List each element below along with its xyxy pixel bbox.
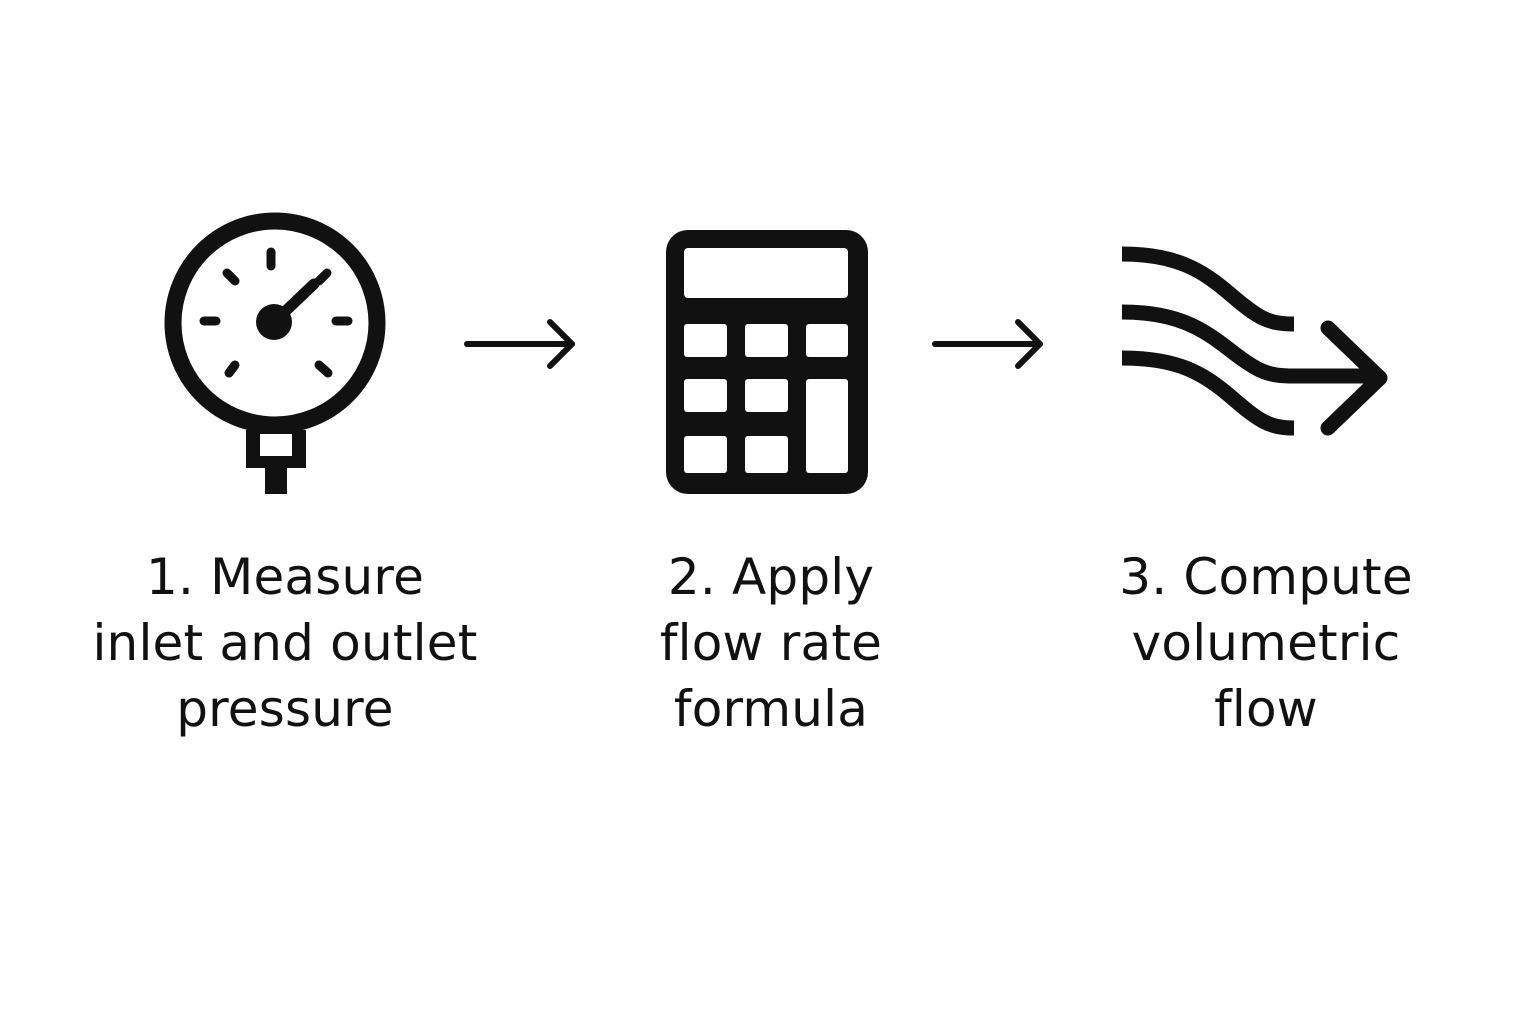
step-2-line-1: 2. Apply: [667, 548, 875, 606]
step-1-line-1: 1. Measure: [145, 548, 425, 606]
right-arrow-icon: [462, 316, 580, 372]
pressure-gauge-icon: [160, 212, 392, 498]
step-3-label: 3. Compute volumetric flow: [1066, 544, 1466, 742]
calculator-icon: [664, 228, 870, 496]
step-3-line-1: 3. Compute: [1119, 548, 1413, 606]
step-2-line-3: formula: [673, 680, 869, 738]
step-2-line-2: flow rate: [659, 614, 883, 672]
step-1-line-2: inlet and outlet: [92, 614, 478, 672]
step-3-line-3: flow: [1214, 680, 1318, 738]
step-3-line-2: volumetric: [1131, 614, 1401, 672]
step-2-label: 2. Apply flow rate formula: [571, 544, 971, 742]
right-arrow-icon: [930, 316, 1048, 372]
step-1-label: 1. Measure inlet and outlet pressure: [85, 544, 485, 742]
step-1-line-3: pressure: [176, 680, 394, 738]
flow-waves-icon: [1118, 242, 1394, 438]
